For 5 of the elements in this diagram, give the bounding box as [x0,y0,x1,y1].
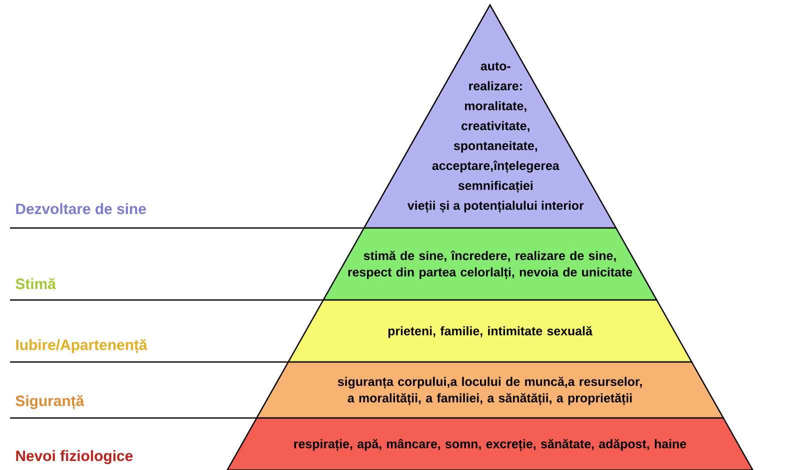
level-label: Stimă [16,278,56,290]
level-label: Siguranță [16,395,84,410]
level-label: Iubire/Apartenență [16,339,148,354]
level-label: Dezvoltare de sine [16,203,146,214]
level-label: Nevoi fiziologice [16,450,133,464]
